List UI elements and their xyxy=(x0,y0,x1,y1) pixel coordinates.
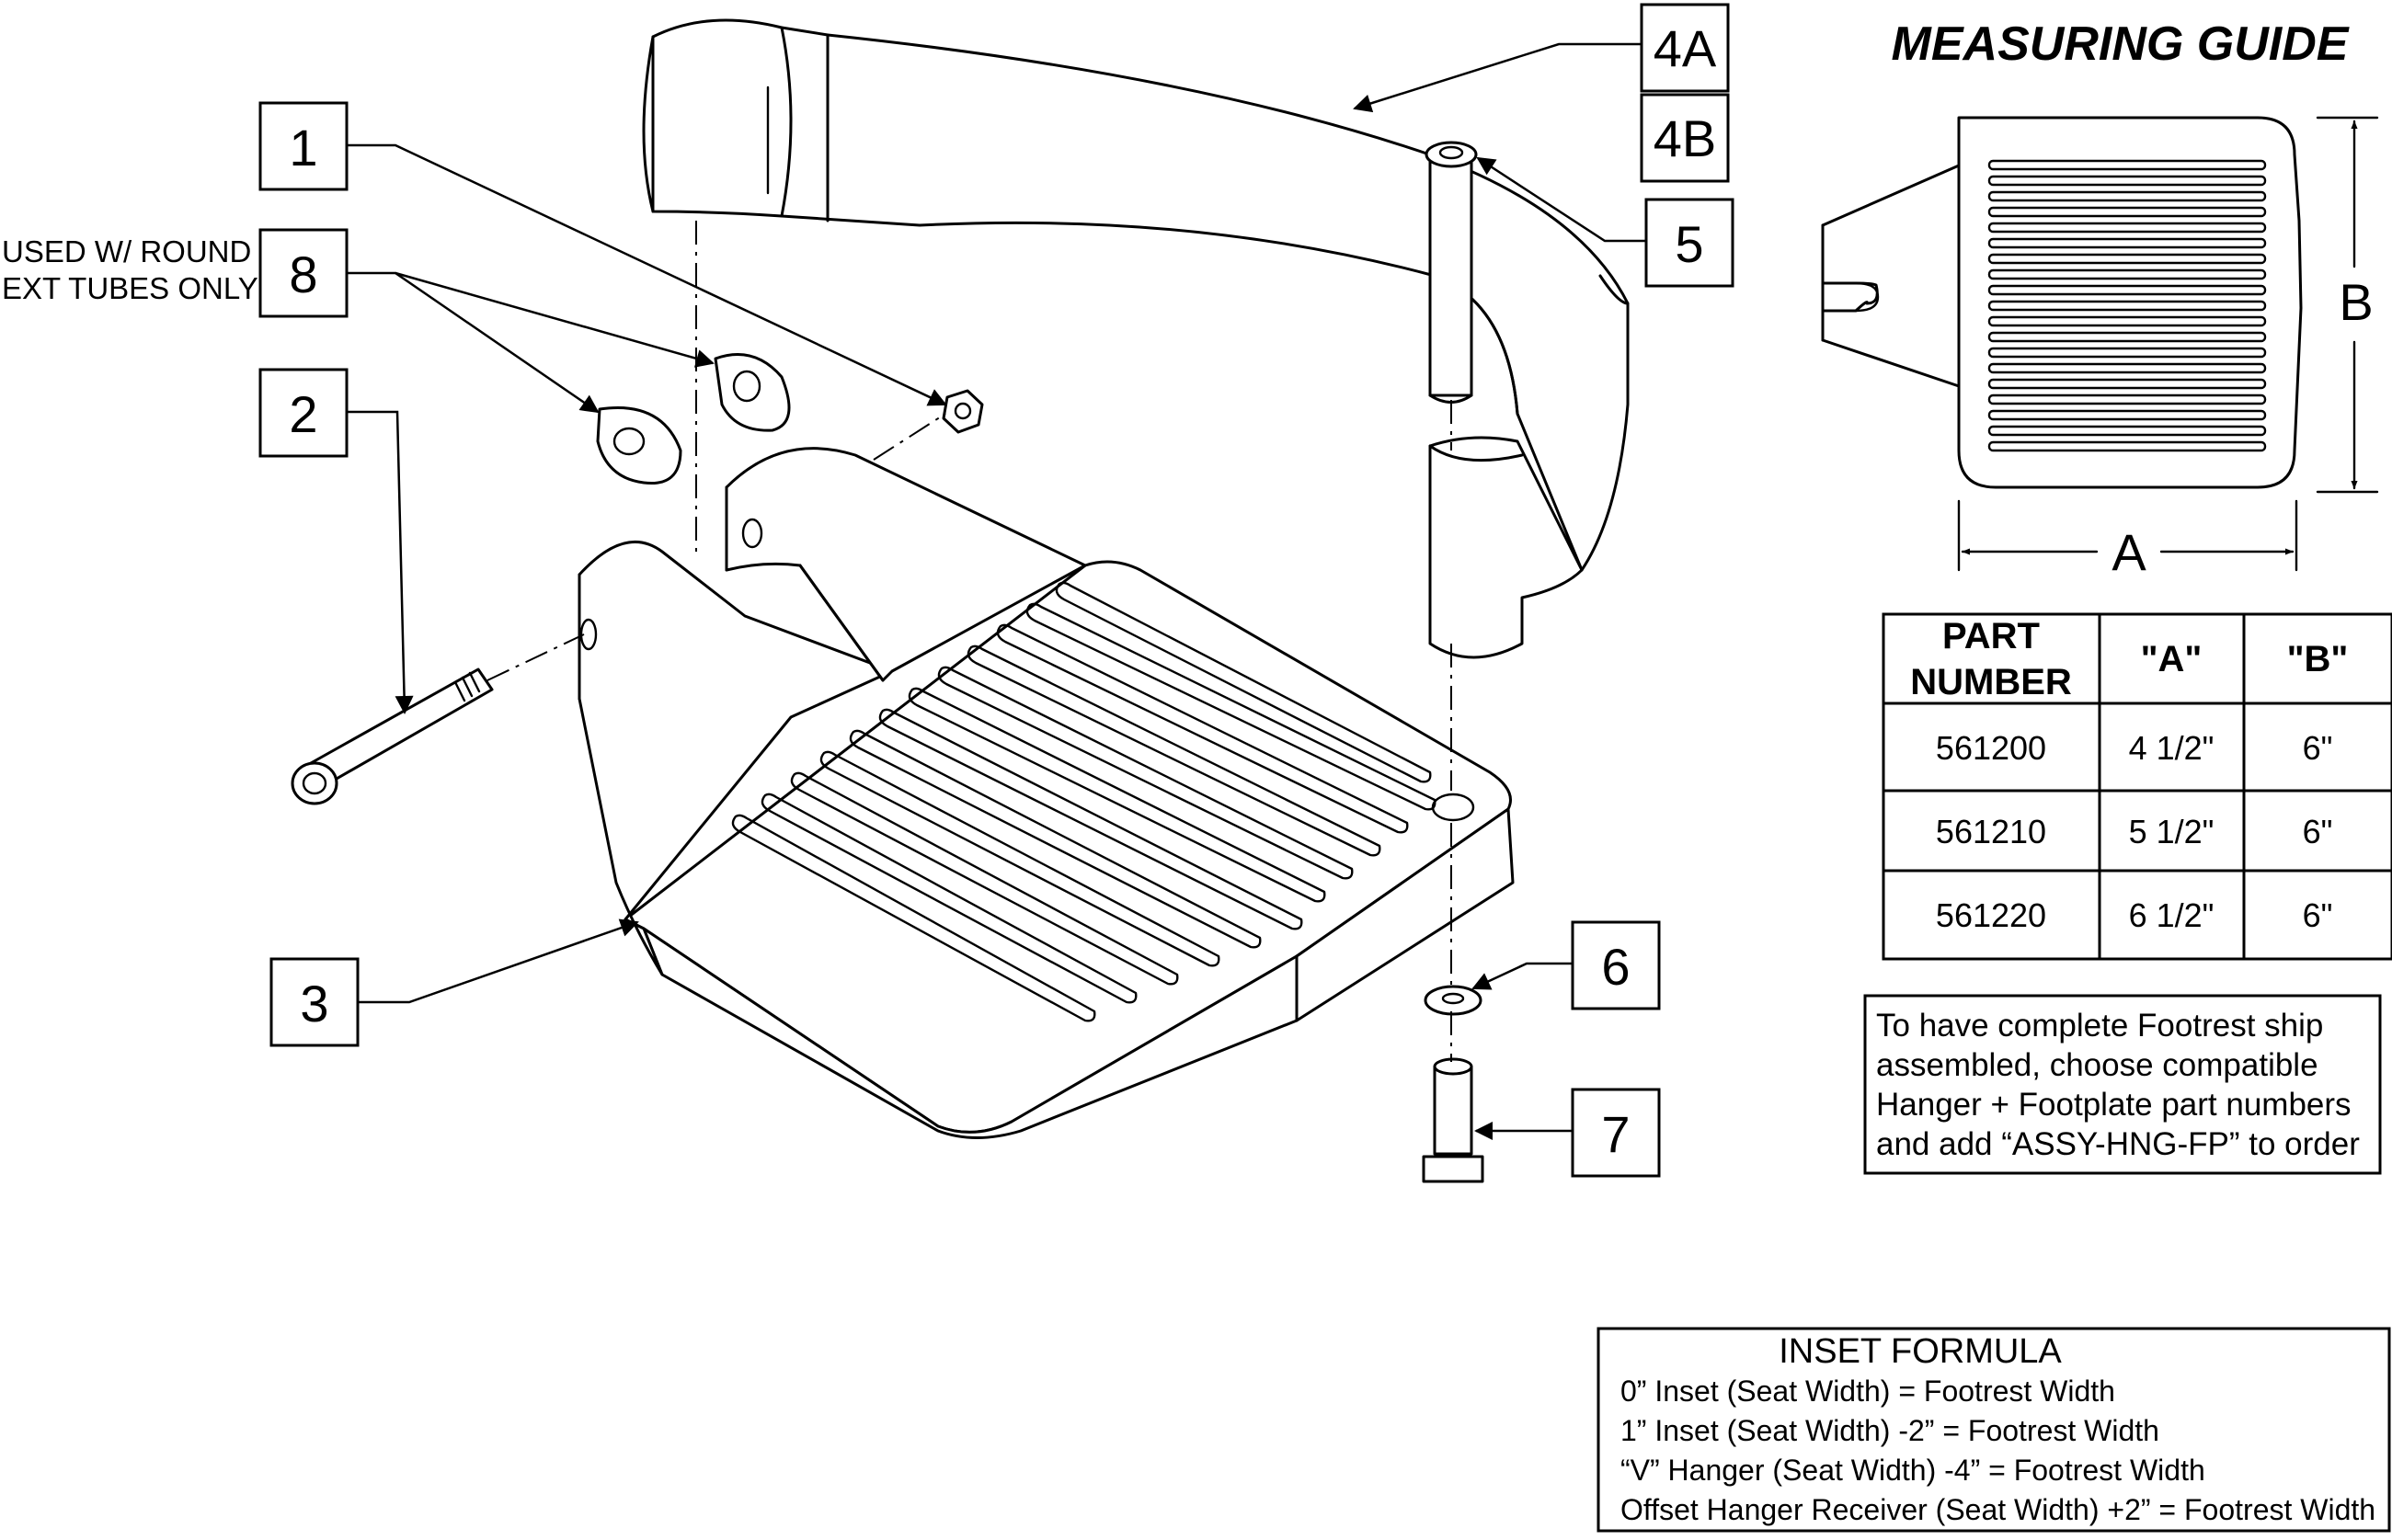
used-note-line2: EXT TUBES ONLY xyxy=(2,271,258,305)
callout-4b-label: 4B xyxy=(1654,109,1717,167)
measuring-guide: MEASURING GUIDE xyxy=(1821,17,2379,581)
washer xyxy=(1424,985,1482,1016)
inset-formula: INSET FORMULA 0” Inset (Seat Width) = Fo… xyxy=(1597,1327,2391,1533)
footplate xyxy=(578,447,1515,1139)
callout-2: 2 xyxy=(258,368,414,714)
callout-4b: 4B xyxy=(1640,93,1730,183)
inset-formula-line1: 0” Inset (Seat Width) = Footrest Width xyxy=(1620,1375,2115,1408)
hanger-bracket xyxy=(642,18,1630,659)
nut xyxy=(942,389,984,434)
inset-formula-title: INSET FORMULA xyxy=(1779,1332,2062,1371)
header-b: "B" xyxy=(2287,639,2349,679)
row1-a: 4 1/2" xyxy=(2129,729,2215,767)
parts-table: PART NUMBER "A" "B" 561200 4 1/2" 6" 561… xyxy=(1882,612,2392,961)
callout-3-label: 3 xyxy=(300,975,328,1032)
row2-part: 561210 xyxy=(1936,813,2046,850)
callout-5: 5 xyxy=(1476,156,1734,288)
callout-6: 6 xyxy=(1471,920,1661,1010)
row3-part: 561220 xyxy=(1936,896,2046,934)
callout-8: 8 xyxy=(258,228,715,414)
row2-b: 6" xyxy=(2303,813,2333,850)
pin xyxy=(1425,141,1478,404)
callout-4a-label: 4A xyxy=(1654,19,1717,77)
callout-1: 1 xyxy=(258,101,947,406)
inset-formula-line2: 1” Inset (Seat Width) -2” = Footrest Wid… xyxy=(1620,1414,2159,1447)
row3-a: 6 1/2" xyxy=(2129,896,2215,934)
spacers xyxy=(596,353,791,485)
assembly-note-line4: and add “ASSY-HNG-FP” to order xyxy=(1876,1126,2360,1162)
callout-5-label: 5 xyxy=(1675,215,1703,273)
callout-3: 3 xyxy=(269,918,639,1047)
callout-7-label: 7 xyxy=(1601,1105,1630,1163)
row3-b: 6" xyxy=(2303,896,2333,934)
callout-8-label: 8 xyxy=(289,245,317,303)
header-part-line1: PART xyxy=(1942,616,2040,656)
center-lines xyxy=(486,221,1452,1062)
inset-formula-line3: “V” Hanger (Seat Width) -4” = Footrest W… xyxy=(1620,1454,2205,1487)
assembly-note-line3: Hanger + Footplate part numbers xyxy=(1876,1087,2352,1123)
used-note-line1: USED W/ ROUND xyxy=(2,234,251,268)
assembly-note-line2: assembled, choose compatible xyxy=(1876,1047,2318,1083)
bottom-bolt xyxy=(1422,1057,1484,1183)
dimension-a-label: A xyxy=(2112,523,2146,581)
callout-1-label: 1 xyxy=(289,119,317,177)
row1-b: 6" xyxy=(2303,729,2333,767)
bolt xyxy=(291,667,494,805)
guide-grooves xyxy=(1987,159,2267,452)
header-a: "A" xyxy=(2141,639,2203,679)
assembly-note: To have complete Footrest ship assembled… xyxy=(1863,994,2382,1175)
callout-4a: 4A xyxy=(1353,3,1730,113)
assembly-note-line1: To have complete Footrest ship xyxy=(1876,1008,2323,1044)
callout-7: 7 xyxy=(1474,1088,1661,1178)
dimension-b-label: B xyxy=(2339,273,2373,331)
header-part-line2: NUMBER xyxy=(1910,662,2072,702)
used-note: USED W/ ROUND EXT TUBES ONLY xyxy=(2,234,258,305)
callout-6-label: 6 xyxy=(1601,938,1630,996)
inset-formula-line4: Offset Hanger Receiver (Seat Width) +2” … xyxy=(1620,1493,2375,1526)
row1-part: 561200 xyxy=(1936,729,2046,767)
callout-2-label: 2 xyxy=(289,385,317,443)
measuring-guide-title: MEASURING GUIDE xyxy=(1892,17,2350,71)
row2-a: 5 1/2" xyxy=(2129,813,2215,850)
